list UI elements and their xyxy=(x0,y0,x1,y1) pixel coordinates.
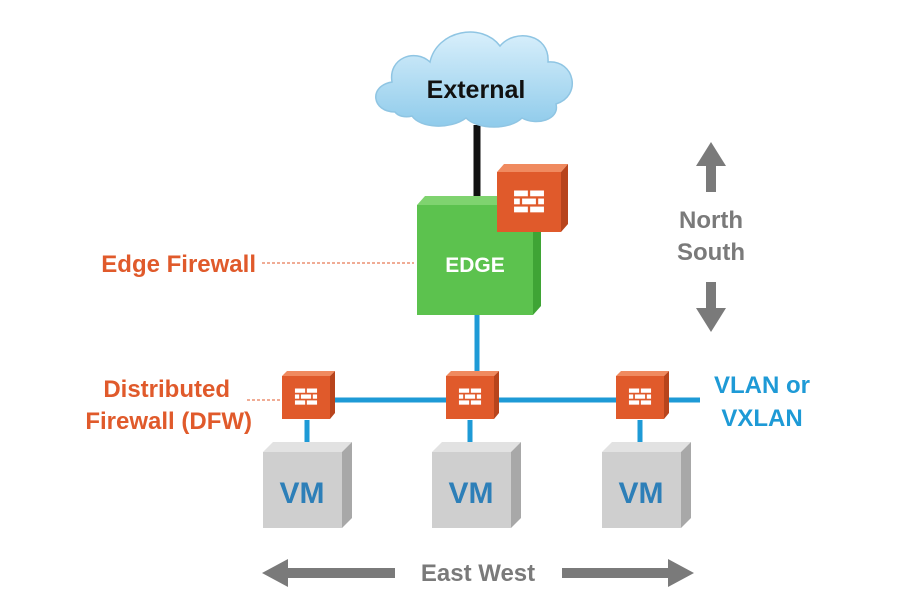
dfw-firewall-icon-1 xyxy=(282,371,335,419)
east-west-label: East West xyxy=(421,560,535,587)
dfw-firewall-icon-2 xyxy=(446,371,499,419)
edge-gateway: EDGE xyxy=(417,196,541,315)
north-label: North xyxy=(679,207,743,234)
edge-firewall-icon xyxy=(497,164,568,232)
vm-box-3: VM xyxy=(602,442,691,528)
south-label: South xyxy=(677,239,745,266)
dfw-label-line2: Firewall (DFW) xyxy=(85,408,252,435)
dfw-firewall-icon-3 xyxy=(616,371,669,419)
cloud-label: External xyxy=(427,76,526,104)
dfw-label-line1: Distributed xyxy=(103,376,230,403)
vlan-label-line2: VXLAN xyxy=(721,405,802,432)
south-arrow-icon xyxy=(696,282,726,332)
vm-label-2: VM xyxy=(449,477,494,510)
vm-box-2: VM xyxy=(432,442,521,528)
west-arrow-icon xyxy=(262,559,395,587)
north-arrow-icon xyxy=(696,142,726,192)
vlan-label-line1: VLAN or xyxy=(714,372,810,399)
east-arrow-icon xyxy=(562,559,694,587)
vm-box-1: VM xyxy=(263,442,352,528)
vm-label-3: VM xyxy=(619,477,664,510)
edge-label: EDGE xyxy=(445,254,505,277)
external-cloud: External xyxy=(375,31,573,128)
edge-firewall-label: Edge Firewall xyxy=(101,251,256,278)
vm-label-1: VM xyxy=(280,477,325,510)
